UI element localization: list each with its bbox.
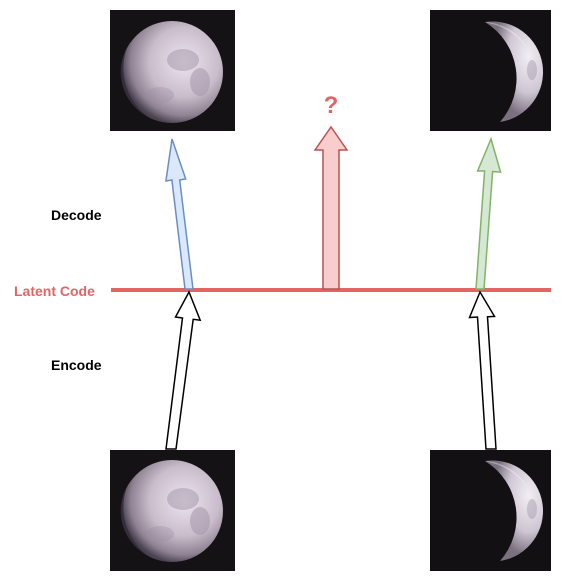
interpolation-arrow-red [313,125,349,290]
moon-image-bottom-right [430,450,551,571]
moon-image-top-right [430,10,551,131]
encode-arrow-right [468,290,497,450]
encode-label: Encode [51,357,102,373]
encode-arrow-left [165,290,202,450]
moon-image-bottom-left [110,450,235,571]
latent-code-label: Latent Code [14,283,95,299]
question-mark: ? [324,92,339,119]
decode-arrow-green [475,136,502,290]
decode-label: Decode [51,207,102,223]
moon-image-top-left [110,10,235,131]
decode-arrow-blue [165,138,194,290]
